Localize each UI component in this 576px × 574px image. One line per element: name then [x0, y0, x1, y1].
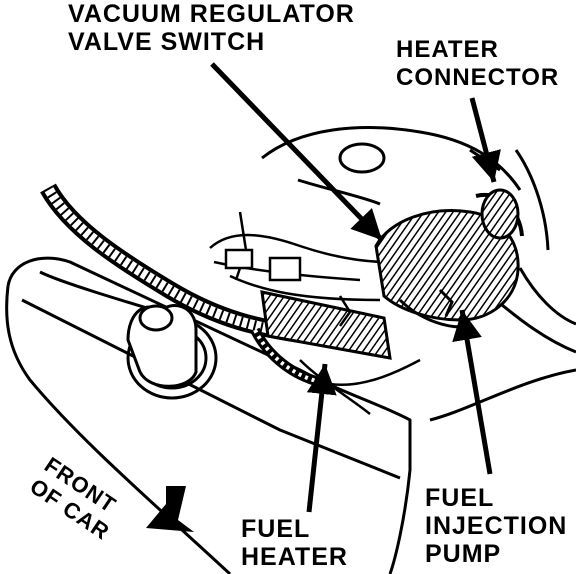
- vacuum-hose: [40, 183, 302, 343]
- arrow-heater-connector: [469, 97, 501, 183]
- label-heater-connector: HEATER CONNECTOR: [396, 36, 560, 91]
- leader-arrows: [210, 62, 501, 513]
- arrow-fuel-heater: [306, 363, 337, 513]
- label-fuel-heater: FUEL HEATER: [241, 515, 348, 571]
- label-fuel-injection-pump: FUEL INJECTION PUMP: [425, 484, 568, 568]
- fuel-injection-pump-shape: [374, 188, 524, 329]
- front-arrow-icon: [146, 486, 194, 532]
- arrow-vacuum-regulator: [210, 62, 384, 242]
- fuel-lines: [209, 211, 421, 415]
- oil-filler-cap: [126, 304, 218, 400]
- arrow-fuel-injection-pump: [452, 309, 493, 475]
- label-vacuum-regulator-valve-switch: VACUUM REGULATOR VALVE SWITCH: [68, 0, 355, 56]
